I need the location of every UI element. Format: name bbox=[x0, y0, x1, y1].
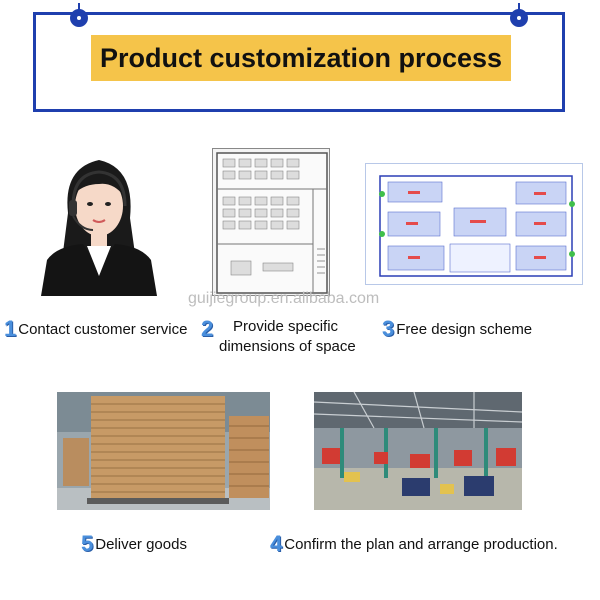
design-scheme-plan bbox=[365, 163, 583, 285]
step-3-label: Free design scheme bbox=[396, 321, 533, 338]
step-1-number: 1 bbox=[4, 316, 17, 341]
step-3-number: 3 bbox=[382, 316, 395, 341]
pin-icon-left bbox=[70, 9, 88, 27]
step-1-label: Contact customer service bbox=[18, 321, 188, 338]
step-4-label: Confirm the plan and arrange production. bbox=[284, 536, 558, 553]
factory-production-photo bbox=[314, 392, 522, 510]
page-title: Product customization process bbox=[91, 35, 511, 81]
office-floor-plan bbox=[212, 148, 330, 296]
packed-goods-photo bbox=[57, 392, 270, 510]
header-banner: Product customization process bbox=[33, 3, 565, 112]
step-5-number: 5 bbox=[81, 531, 94, 556]
watermark: guijiegroup.en.alibaba.com bbox=[188, 290, 380, 307]
customer-service-photo bbox=[33, 148, 165, 296]
step-4-number: 4 bbox=[270, 531, 283, 556]
step-5-label: Deliver goods bbox=[95, 536, 187, 553]
step-2-label-line2: dimensions of space bbox=[219, 338, 356, 355]
pin-icon-right bbox=[510, 9, 528, 27]
pin-string-right bbox=[518, 3, 520, 13]
pin-string-left bbox=[78, 3, 80, 13]
step-2: 2 Provide specific dimensions of space bbox=[201, 316, 371, 355]
step-2-label-line1: Provide specific bbox=[233, 318, 339, 335]
step-2-number: 2 bbox=[201, 316, 214, 341]
